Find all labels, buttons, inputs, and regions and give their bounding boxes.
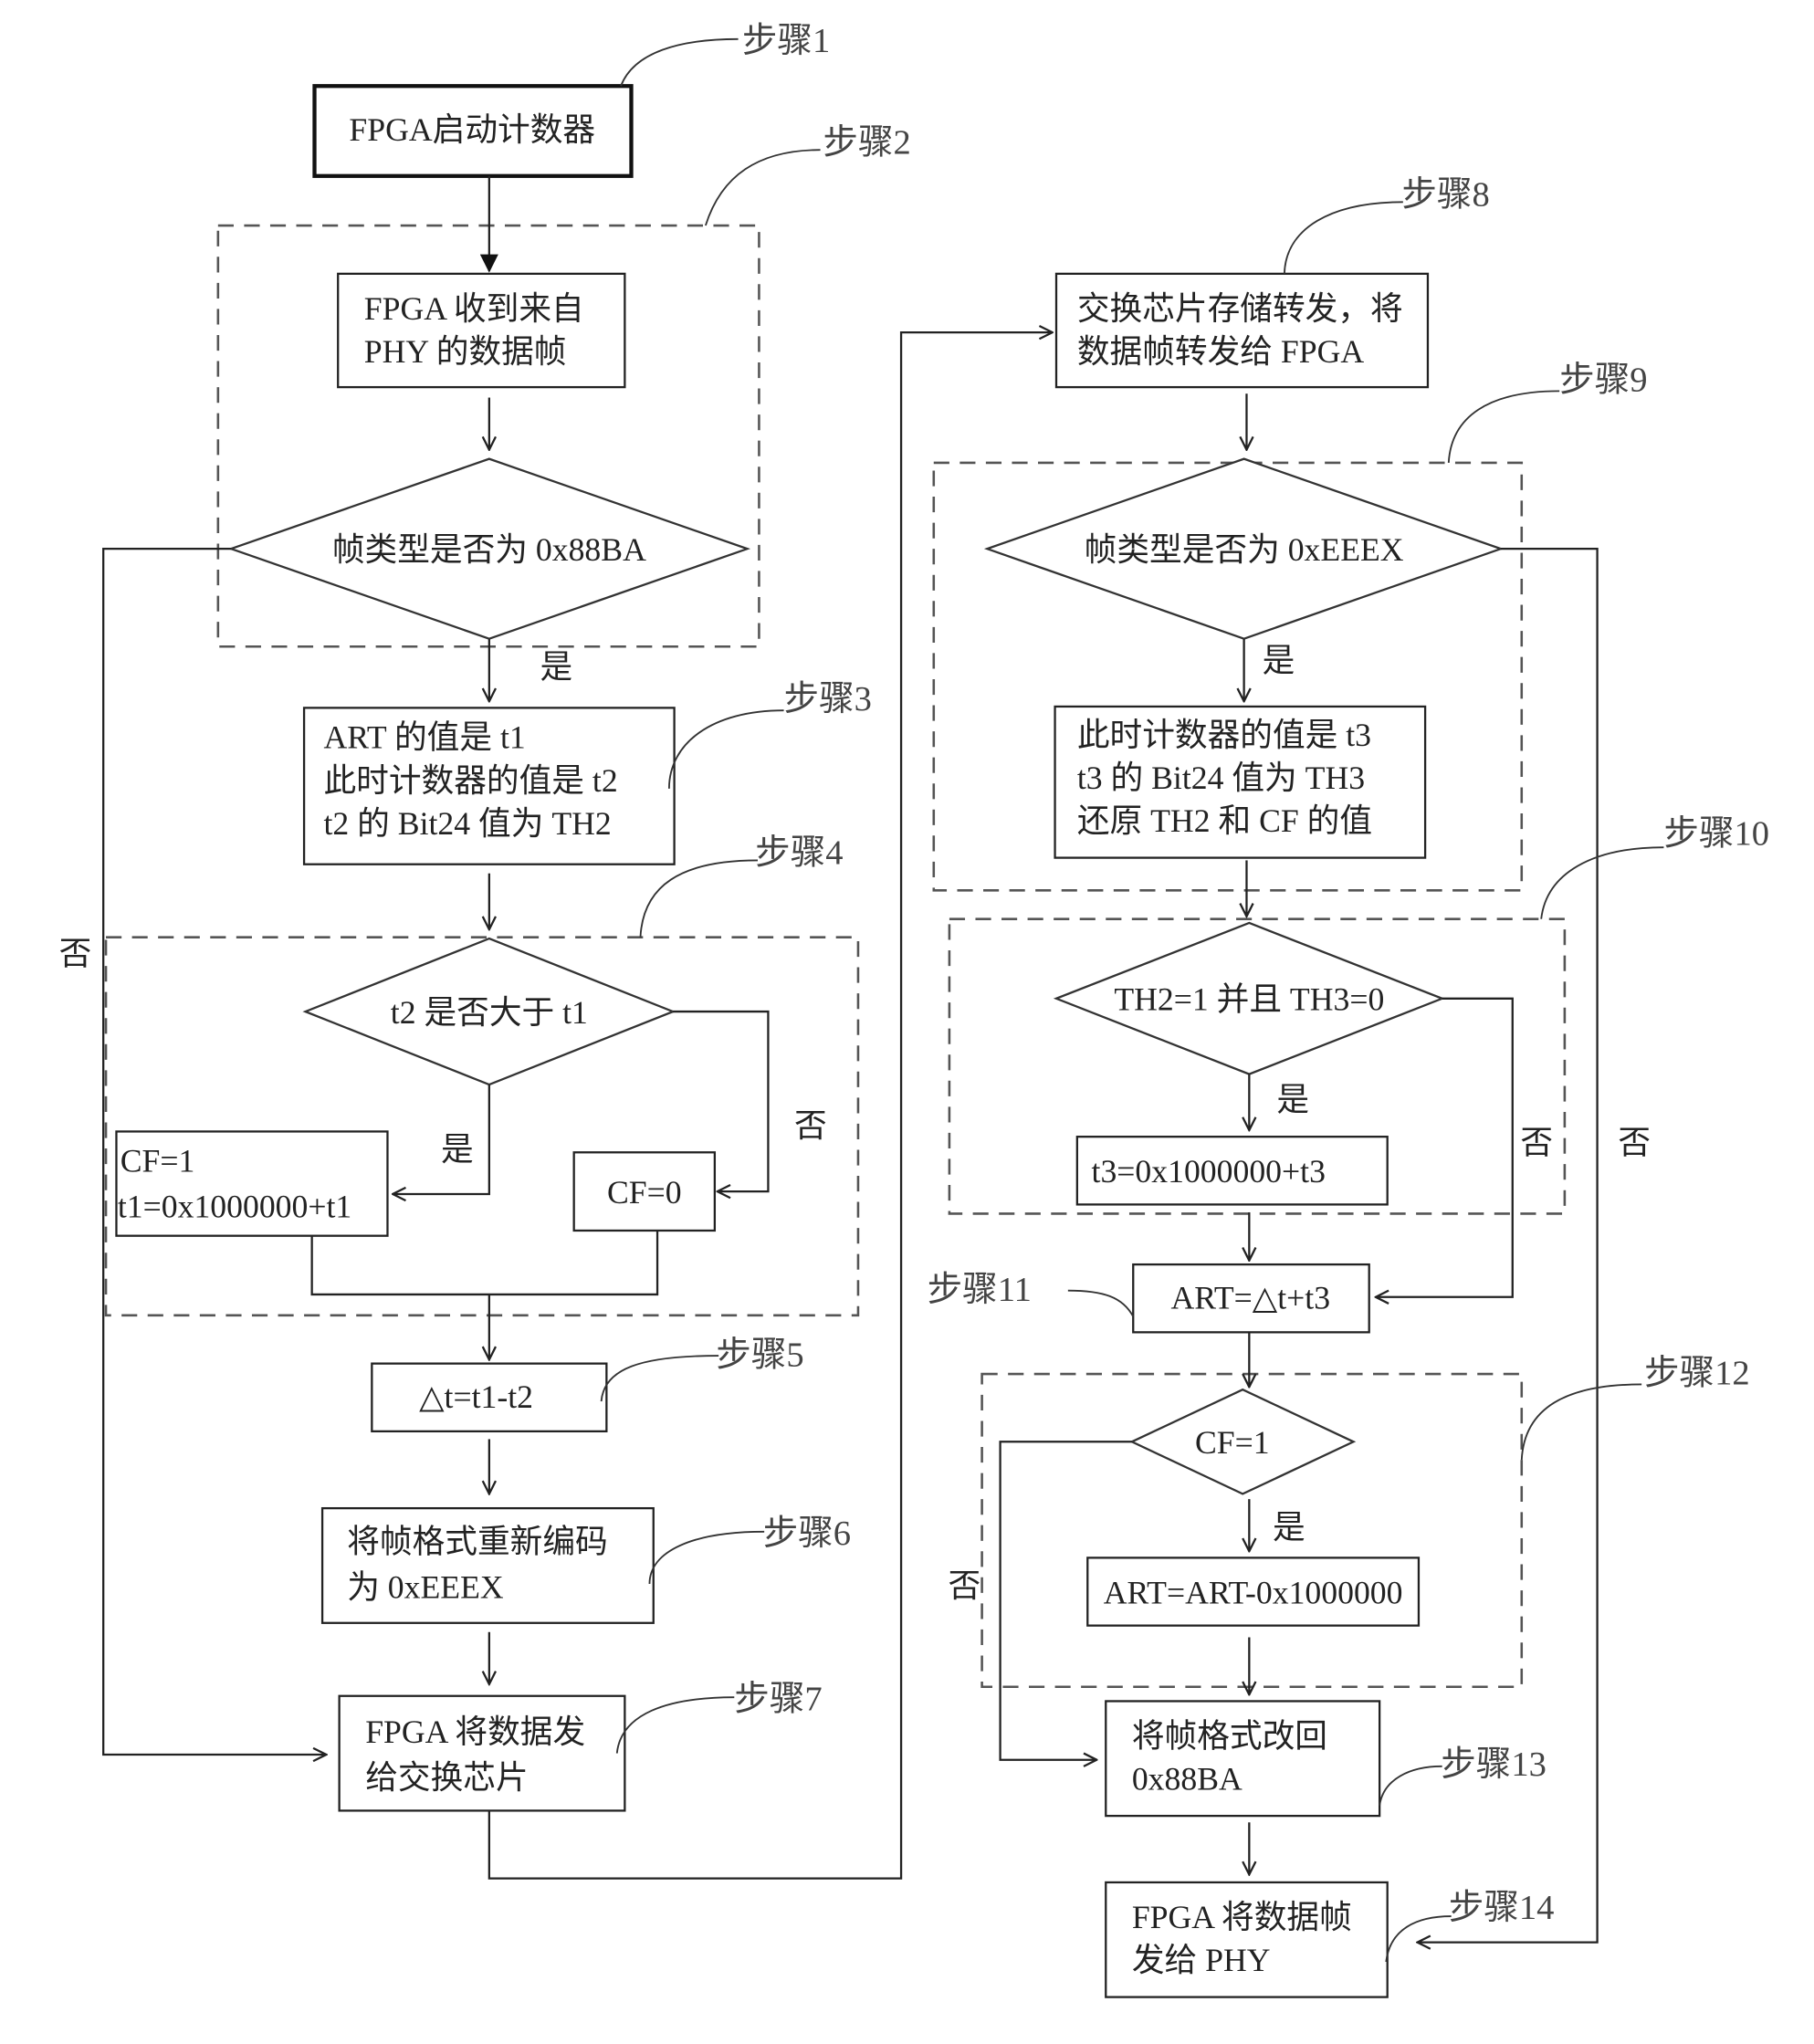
node-cf1-line1: CF=1 [121,1143,195,1179]
node-cf1 [115,1130,389,1237]
node-recv [337,272,626,389]
group-step9 [932,461,1524,892]
node-art-t1-line2: 此时计数器的值是 t2 [323,762,617,799]
step-label-5: 步骤5 [716,1336,803,1374]
node-start-text: FPGA启动计数器 [349,111,595,148]
step-label-11: 步骤11 [928,1271,1032,1309]
decision-cf-check-text: CF=1 [1195,1424,1270,1461]
node-t3 [1054,705,1427,859]
node-send-switch-line1: FPGA 将数据发 [365,1714,585,1750]
step-label-14: 步骤14 [1449,1889,1555,1927]
node-art-t1 [302,707,676,865]
step-label-3: 步骤3 [784,680,872,718]
node-send-switch [338,1694,626,1812]
node-art-sub [1086,1557,1421,1627]
label-no-9: 否 [1618,1125,1651,1161]
node-recv-line1: FPGA 收到来自 [364,290,584,327]
node-switch-fwd-line2: 数据帧转发给 FPGA [1077,333,1365,370]
step-label-8: 步骤8 [1401,176,1489,215]
node-cf0 [572,1151,717,1232]
label-no-12: 否 [948,1567,980,1604]
step-label-12: 步骤12 [1644,1354,1750,1392]
step-label-9: 步骤9 [1559,361,1647,399]
decision-t2-gt-t1 [302,937,676,1086]
node-start [312,84,634,178]
node-restore-line2: 0x88BA [1132,1761,1243,1798]
label-no-2: 否 [794,1107,827,1144]
node-switch-fwd [1054,272,1430,389]
label-no-1: 否 [59,936,92,972]
decision-t2-gt-t1-text: t2 是否大于 t1 [391,994,588,1031]
label-no-10: 否 [1520,1125,1553,1161]
step-label-4: 步骤4 [755,834,843,873]
node-t3-line3: 还原 TH2 和 CF 的值 [1077,802,1372,839]
node-art-t1-line3: t2 的 Bit24 值为 TH2 [323,805,611,842]
step-label-2: 步骤2 [823,123,910,162]
step-label-10: 步骤10 [1663,814,1769,853]
node-send-phy [1105,1881,1389,1998]
group-step10 [948,917,1567,1215]
node-art-calc-text: ART=△t+t3 [1170,1280,1330,1316]
node-art-calc [1132,1263,1370,1334]
step-label-1: 步骤1 [742,22,830,60]
label-yes-10: 是 [1276,1082,1309,1118]
node-t3-line2: t3 的 Bit24 值为 TH3 [1077,760,1365,796]
step-label-13: 步骤13 [1441,1745,1547,1784]
node-send-phy-line1: FPGA 将数据帧 [1132,1899,1352,1935]
decision-check-eeex-text: 帧类型是否为 0xEEEX [1085,531,1404,568]
node-reencode [320,1506,655,1624]
node-t3-add [1075,1136,1389,1206]
node-art-t1-line1: ART 的值是 t1 [323,719,525,756]
group-step4 [104,936,860,1317]
node-switch-fwd-line1: 交换芯片存储转发，将 [1077,290,1403,327]
decision-cf-check [1129,1388,1357,1495]
label-yes-1: 是 [540,649,573,686]
decision-check-88ba-text: 帧类型是否为 0x88BA [332,531,646,568]
node-cf0-text: CF=0 [607,1174,682,1211]
node-delta-text: △t=t1-t2 [419,1378,533,1415]
node-t3-line1: 此时计数器的值是 t3 [1077,717,1371,753]
label-yes-2: 是 [441,1131,474,1168]
decision-th-check-text: TH2=1 并且 TH3=0 [1114,981,1384,1018]
label-yes-12: 是 [1273,1509,1305,1546]
step-label-7: 步骤7 [734,1680,822,1718]
node-restore [1105,1700,1381,1818]
node-cf1-line2: t1=0x1000000+t1 [118,1189,351,1225]
node-reencode-line2: 为 0xEEEX [347,1569,504,1606]
node-art-sub-text: ART=ART-0x1000000 [1104,1574,1403,1610]
node-send-phy-line2: 发给 PHY [1132,1942,1271,1978]
step-label-6: 步骤6 [763,1515,851,1553]
node-t3-add-text: t3=0x1000000+t3 [1092,1153,1326,1190]
node-delta [371,1362,608,1433]
node-send-switch-line2: 给交换芯片 [365,1759,528,1796]
node-recv-line2: PHY 的数据帧 [364,333,567,370]
node-restore-line1: 将帧格式改回 [1132,1717,1327,1754]
node-reencode-line1: 将帧格式重新编码 [347,1524,608,1560]
label-yes-9: 是 [1263,642,1295,678]
